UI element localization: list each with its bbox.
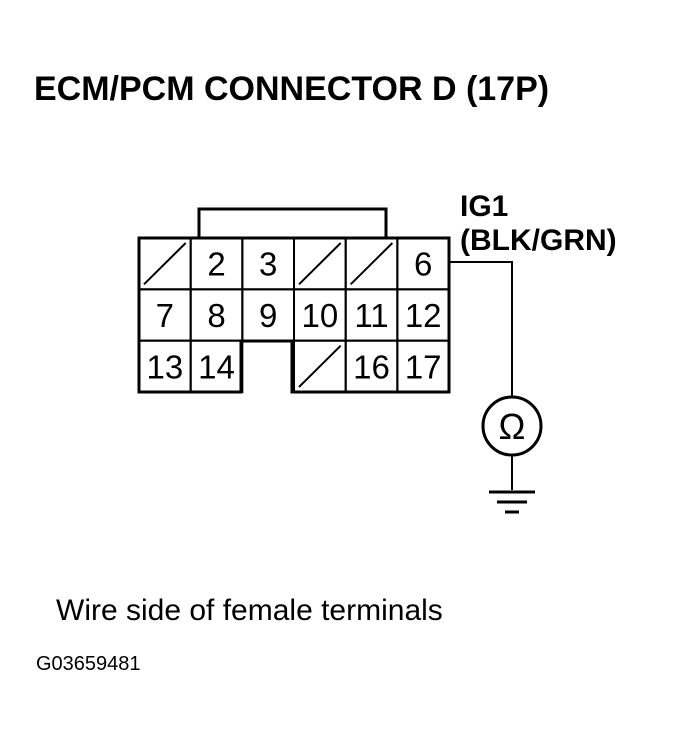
pin-number: 6: [414, 246, 432, 283]
empty-cavity-slash: [298, 242, 342, 286]
pin-cell: [396, 339, 451, 393]
pin-cell: [189, 339, 244, 393]
pin-number: 2: [207, 246, 225, 283]
pin-number: 14: [198, 348, 235, 385]
connector-pin: 16: [344, 339, 399, 393]
empty-cavity: [344, 237, 399, 291]
pin-number: 17: [405, 348, 442, 385]
caption: Wire side of female terminals: [56, 594, 443, 627]
connector-pin: 12: [396, 288, 451, 342]
pin-number: 13: [146, 348, 183, 385]
wire-signal-label: IG1: [460, 190, 509, 223]
pin-number: 3: [259, 246, 277, 283]
figure-id: G03659481: [36, 653, 141, 675]
empty-cavity: [293, 237, 347, 291]
empty-cavity: [293, 339, 347, 393]
pin-number: 10: [301, 297, 338, 334]
connector-pin: 3: [241, 237, 296, 291]
connector-pin: 8: [189, 288, 244, 342]
connector-pin: 13: [138, 339, 192, 393]
diagram-title: ECM/PCM CONNECTOR D (17P): [34, 70, 550, 108]
pin-number: 11: [354, 297, 388, 334]
wire-ig1: [449, 261, 513, 398]
connector-pin: 11: [344, 288, 399, 342]
pin-number: 8: [207, 297, 225, 334]
empty-cavity-slash: [349, 242, 394, 286]
connector-pin: 17: [396, 339, 451, 393]
ground-icon: [489, 490, 535, 514]
connector-lock-tab: [197, 207, 388, 238]
wire-color-label: (BLK/GRN): [460, 224, 617, 257]
pin-number: 9: [259, 297, 277, 334]
connector-pin: 9: [241, 288, 296, 342]
ohm-icon: Ω: [499, 406, 526, 447]
empty-cavity: [138, 237, 192, 291]
pin-number: 12: [405, 297, 442, 334]
pin-number: 16: [353, 348, 390, 385]
ohmmeter: Ω: [481, 395, 543, 457]
connector-pin: 6: [396, 237, 451, 291]
pin-number: 7: [156, 297, 174, 334]
connector-pin: 14: [189, 339, 244, 393]
connector-pin: 2: [189, 237, 244, 291]
connector-pin: 7: [138, 288, 192, 342]
connector-pin: 10: [293, 288, 347, 342]
empty-cavity-slash: [143, 242, 187, 286]
empty-cavity-slash: [298, 344, 342, 388]
